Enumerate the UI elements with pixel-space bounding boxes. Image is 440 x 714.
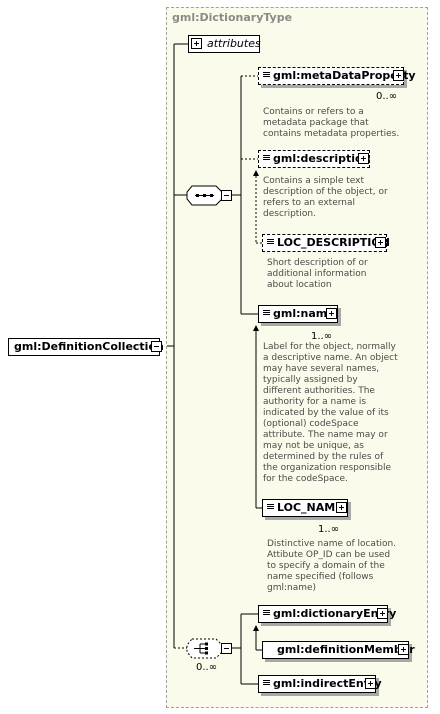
expand-icon[interactable]: [398, 644, 409, 655]
expand-icon[interactable]: [377, 608, 388, 619]
choice-cardinality: 0..∞: [196, 662, 218, 673]
element-lines-icon: [263, 72, 270, 78]
loc-description-label: LOC_DESCRIPTION: [277, 236, 390, 249]
meta-data-property-cardinality: 0..∞: [376, 91, 398, 102]
element-lines-icon: [263, 310, 270, 316]
collapse-icon[interactable]: [221, 190, 232, 201]
indirect-entry-element[interactable]: gml:indirectEntry: [258, 675, 382, 693]
name-description: Label for the object, normally a descrip…: [263, 342, 398, 484]
description-text: Contains a simple text description of th…: [263, 176, 388, 219]
attributes-group[interactable]: attributes: [188, 35, 261, 53]
expand-icon[interactable]: [336, 502, 347, 513]
description-element[interactable]: gml:description: [258, 150, 370, 168]
loc-name-cardinality: 1..∞: [318, 524, 340, 535]
dictionary-type-label: gml:DictionaryType: [172, 11, 293, 24]
loc-description-element[interactable]: LOC_DESCRIPTION: [262, 234, 390, 252]
expand-icon[interactable]: [358, 153, 369, 164]
expand-icon[interactable]: [393, 70, 404, 81]
loc-name-element[interactable]: LOC_NAME: [262, 499, 348, 517]
expand-icon[interactable]: [365, 678, 376, 689]
meta-data-property-label: gml:metaDataProperty: [273, 69, 416, 82]
loc-description-text: Short description of or additional infor…: [267, 258, 368, 290]
name-cardinality: 1..∞: [311, 331, 333, 342]
attributes-label: attributes: [207, 37, 261, 50]
element-lines-icon: [267, 239, 274, 245]
choice-compositor-icon: [186, 638, 223, 659]
element-lines-icon: [263, 610, 270, 616]
loc-name-label: LOC_NAME: [277, 501, 343, 514]
definition-member-label: gml:definitionMember: [277, 643, 415, 656]
definition-collection-label: gml:DefinitionCollection: [14, 340, 164, 353]
meta-data-property-element[interactable]: gml:metaDataProperty: [258, 67, 416, 85]
definition-collection-element[interactable]: gml:DefinitionCollection: [8, 338, 164, 356]
meta-data-property-description: Contains or refers to a metadata package…: [263, 107, 400, 139]
element-lines-icon: [263, 680, 270, 686]
dictionary-type-container: [166, 7, 428, 708]
expand-icon[interactable]: [375, 237, 386, 248]
loc-name-description: Distinctive name of location. Attibute O…: [267, 539, 397, 593]
element-lines-icon: [263, 155, 270, 161]
expand-icon[interactable]: [326, 308, 337, 319]
collapse-icon[interactable]: [221, 643, 232, 654]
dictionary-entry-label: gml:dictionaryEntry: [273, 607, 397, 620]
dictionary-entry-element[interactable]: gml:dictionaryEntry: [258, 605, 396, 623]
definition-member-element[interactable]: gml:definitionMember: [262, 641, 415, 659]
indirect-entry-label: gml:indirectEntry: [273, 677, 382, 690]
description-label: gml:description: [273, 152, 371, 165]
name-element[interactable]: gml:name: [258, 305, 338, 323]
collapse-icon[interactable]: [151, 341, 162, 352]
sequence-compositor-icon: [186, 185, 223, 206]
expand-icon[interactable]: [191, 38, 202, 49]
name-label: gml:name: [273, 307, 335, 320]
element-lines-icon: [267, 504, 274, 510]
